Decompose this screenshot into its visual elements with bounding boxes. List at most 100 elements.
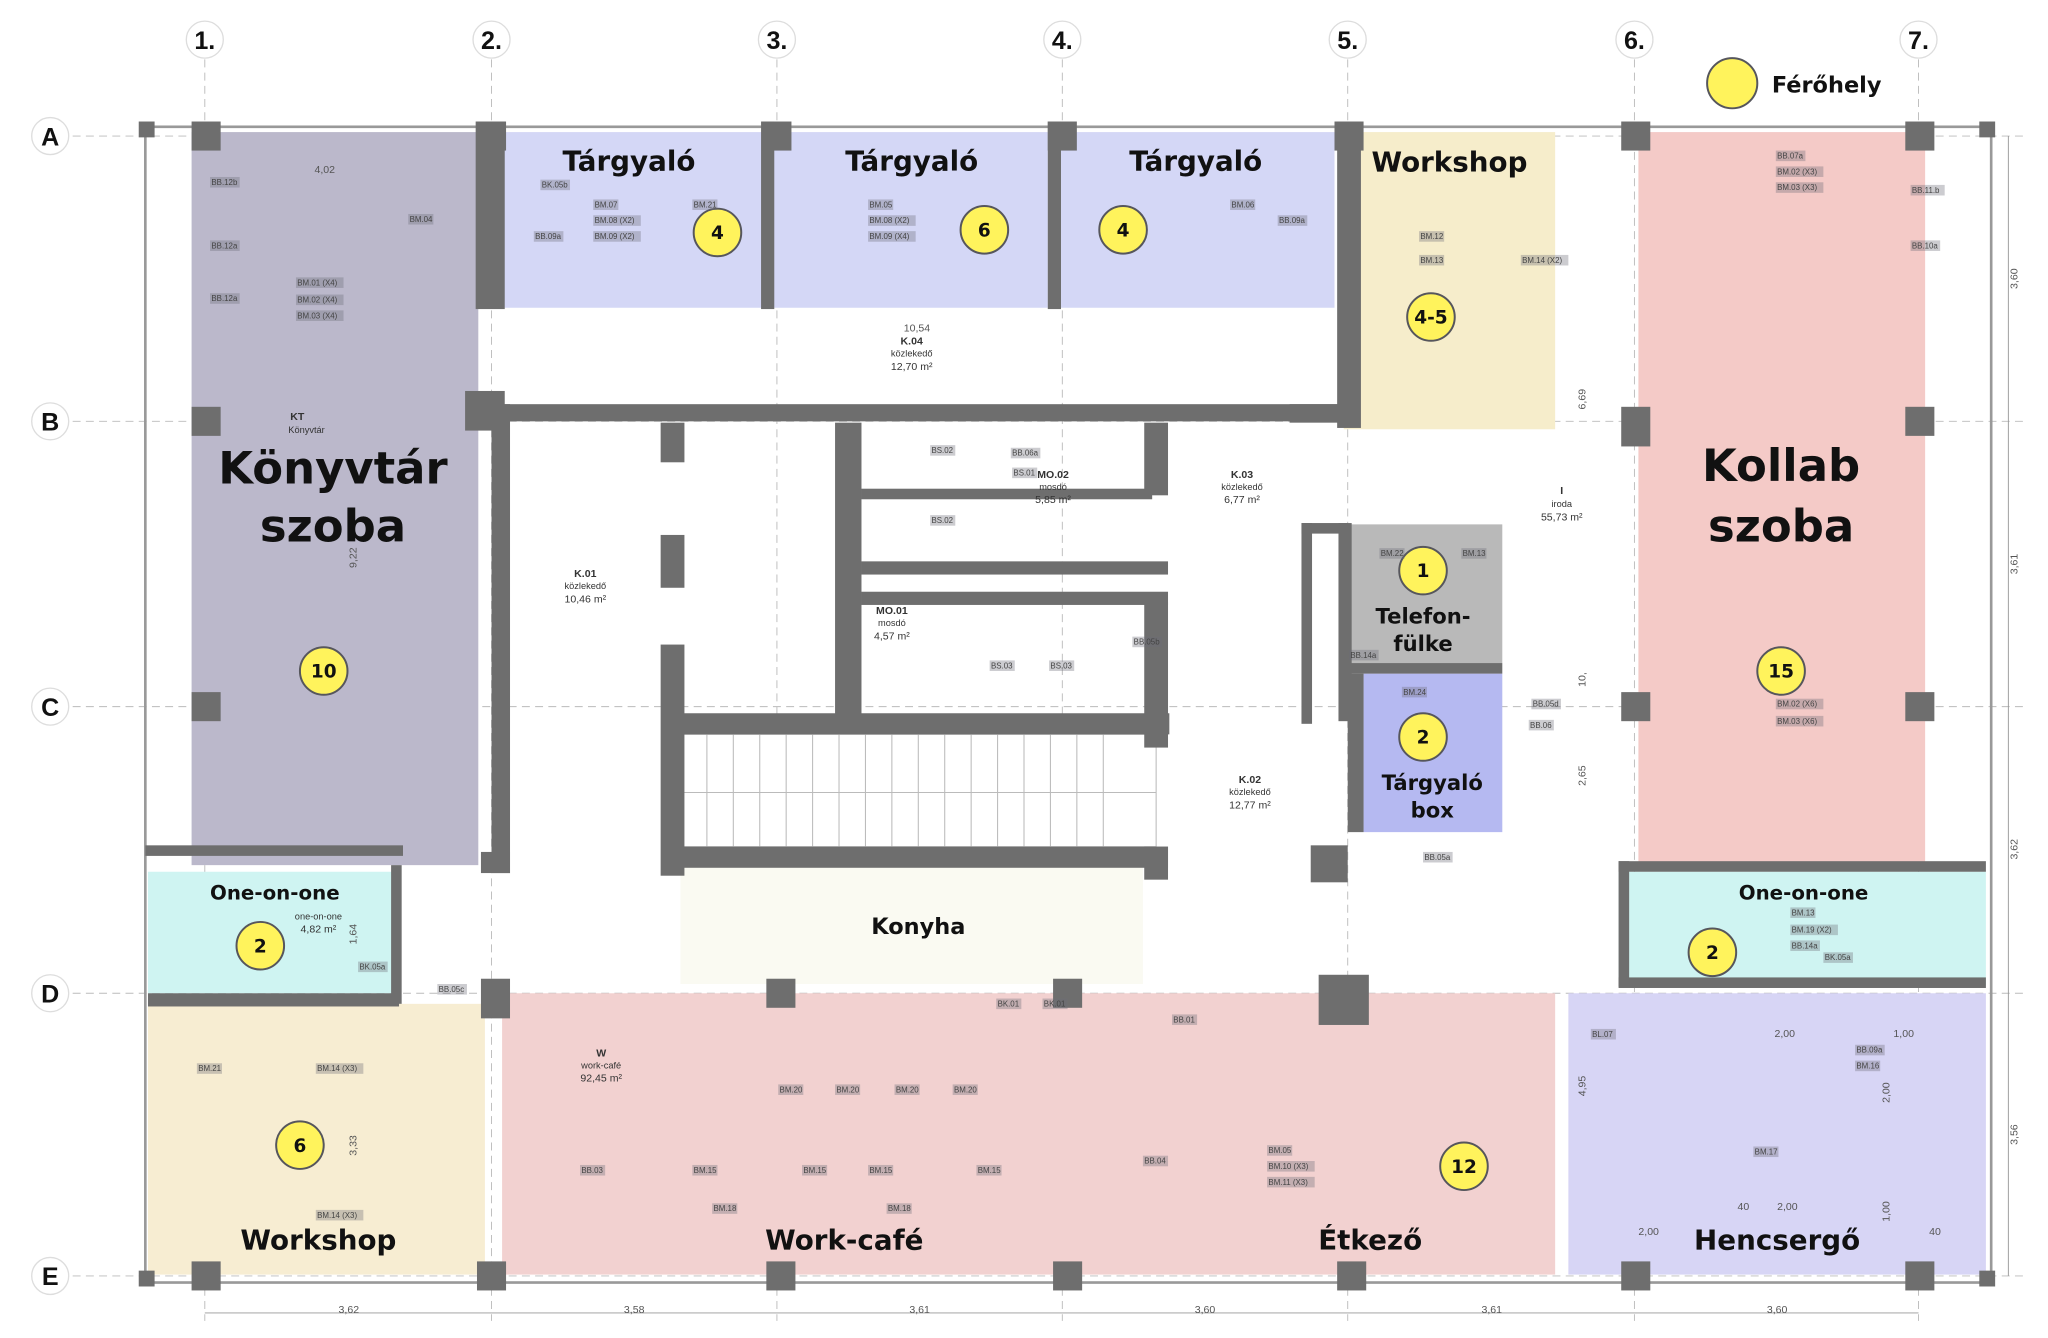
equipment-tag-bg bbox=[358, 961, 388, 973]
equipment-tag: BM.14 (X3) bbox=[317, 1211, 357, 1220]
dimension-label: 1,64 bbox=[348, 924, 360, 945]
dimensions: 3,62 3,58 3,61 3,60 3,61 3,60 3,60 3,61 … bbox=[204, 136, 2021, 1316]
space-area: 12,70 m² bbox=[891, 361, 933, 373]
space-type: közlekedő bbox=[565, 581, 607, 591]
equipment-tag-bg bbox=[408, 213, 434, 225]
equipment-tag-bg bbox=[437, 984, 467, 995]
equipment-tag: BM.07 bbox=[595, 200, 618, 209]
dimension-label: 40 bbox=[1737, 1201, 1749, 1213]
equipment-tag-bg bbox=[1775, 150, 1806, 162]
dimension-label: 3,61 bbox=[2009, 554, 2021, 575]
equipment-tag-bg bbox=[593, 215, 641, 226]
grid-markers: 1. 2. 3. 4. 5. 6. 7. A B C D E bbox=[31, 20, 1938, 1296]
equipment-tag-bg bbox=[210, 176, 240, 188]
equipment-tag-bg bbox=[868, 199, 894, 211]
equipment-tag-bg bbox=[886, 1203, 912, 1214]
equipment-tag: BM.11 (X3) bbox=[1268, 1178, 1308, 1187]
capacity-badge: 4-5 bbox=[1414, 308, 1447, 329]
equipment-tag-bg bbox=[540, 179, 571, 191]
room-code: W bbox=[596, 1048, 606, 1060]
room-hencsergo[interactable] bbox=[1568, 993, 1986, 1275]
equipment-tag: BM.05 bbox=[869, 200, 892, 209]
room-konyvtar[interactable] bbox=[191, 132, 479, 866]
equipment-tag-bg bbox=[1531, 698, 1561, 710]
equipment-tag-bg bbox=[1528, 719, 1554, 731]
equipment-tag: BM.13 bbox=[1420, 256, 1443, 265]
equipment-tag: BB.10a bbox=[1912, 241, 1939, 250]
dimension-label: 4,02 bbox=[314, 164, 335, 176]
space-type: mosdó bbox=[1039, 482, 1067, 492]
column-marker: 2. bbox=[481, 27, 502, 55]
equipment-tag-bg bbox=[989, 660, 1015, 671]
equipment-tag: BM.13 bbox=[1463, 549, 1486, 558]
row-marker: C bbox=[41, 694, 59, 722]
room-title-telefon-2: fülke bbox=[1393, 631, 1452, 656]
equipment-tag-bg bbox=[1423, 851, 1453, 863]
equipment-tag: BM.20 bbox=[836, 1085, 859, 1094]
equipment-tag-bg bbox=[1461, 548, 1487, 559]
equipment-tag: BK.05a bbox=[359, 962, 386, 971]
equipment-tag-bg bbox=[712, 1203, 738, 1214]
dimension-label: 1,00 bbox=[1880, 1201, 1892, 1222]
room-title-one-on-one-right: One-on-one bbox=[1739, 881, 1869, 904]
equipment-tag: BM.02 (X6) bbox=[1777, 700, 1817, 709]
space-area: 4,57 m² bbox=[874, 630, 910, 642]
space-area: 6,77 m² bbox=[1224, 494, 1260, 506]
room-title-targyalo-box: Tárgyaló bbox=[1382, 770, 1483, 795]
equipment-tag-bg bbox=[315, 1063, 364, 1074]
room-title-workshop-bottom: Workshop bbox=[240, 1224, 396, 1257]
equipment-tag: BM.02 (X3) bbox=[1777, 167, 1817, 176]
equipment-tag: BM.21 bbox=[694, 200, 717, 209]
room-one-on-one-right[interactable] bbox=[1618, 871, 1986, 986]
capacity-badge: 10 bbox=[311, 662, 337, 683]
dimension-label: 4,95 bbox=[1577, 1076, 1589, 1097]
room-title-etkezo: Étkező bbox=[1318, 1223, 1422, 1257]
room-title-kollab: Kollab bbox=[1702, 439, 1860, 492]
equipment-tag-bg bbox=[802, 1164, 828, 1176]
dimension-label: 2,65 bbox=[1577, 765, 1589, 786]
equipment-tag: BM.06 bbox=[1231, 200, 1254, 209]
equipment-tag: BB.11.b bbox=[1912, 186, 1940, 195]
row-marker: E bbox=[42, 1263, 59, 1291]
equipment-tag-bg bbox=[1823, 952, 1853, 963]
capacity-badge: 4 bbox=[1117, 220, 1130, 241]
row-marker: B bbox=[41, 409, 59, 437]
equipment-tag: BB.09a bbox=[1856, 1046, 1883, 1055]
equipment-tag: BB.09a bbox=[535, 232, 562, 241]
dimension-label: 3,58 bbox=[624, 1304, 645, 1316]
room-workshop-top[interactable] bbox=[1343, 132, 1556, 430]
equipment-tag-bg bbox=[996, 998, 1022, 1010]
room-workcafe[interactable] bbox=[502, 993, 1556, 1275]
equipment-tag: BB.05b bbox=[1134, 638, 1161, 647]
row-marker: D bbox=[41, 981, 59, 1009]
capacity-badge: 1 bbox=[1417, 561, 1430, 582]
room-konyha[interactable] bbox=[680, 865, 1143, 985]
space-area: 12,77 m² bbox=[1229, 799, 1271, 811]
capacity-badge: 6 bbox=[978, 220, 991, 241]
capacity-badge: 2 bbox=[1417, 728, 1430, 749]
dimension-label: 3,60 bbox=[1195, 1304, 1216, 1316]
space-type: iroda bbox=[1551, 499, 1572, 509]
equipment-tag: BM.19 (X2) bbox=[1792, 926, 1832, 935]
equipment-tag-bg bbox=[1775, 715, 1824, 727]
dimension-label: 3,60 bbox=[1767, 1304, 1788, 1316]
equipment-tag: BM.02 (X4) bbox=[297, 295, 337, 304]
equipment-tag: BK.05b bbox=[542, 181, 569, 190]
dimension-label: 10, bbox=[1577, 672, 1589, 687]
walls bbox=[138, 121, 1996, 1291]
equipment-tag-bg bbox=[196, 1063, 222, 1074]
dimension-label: 3,62 bbox=[2009, 839, 2021, 860]
equipment-tag-bg bbox=[1349, 649, 1379, 661]
room-title-one-on-one-left: One-on-one bbox=[210, 881, 340, 904]
room-title-telefon: Telefon- bbox=[1376, 603, 1471, 628]
equipment-tag-bg bbox=[1267, 1176, 1315, 1188]
space-area: 10,46 m² bbox=[565, 593, 607, 605]
equipment-tag: BM.05 bbox=[1268, 1146, 1291, 1155]
dimension-label: 2,00 bbox=[1880, 1082, 1892, 1103]
column-marker: 4. bbox=[1052, 27, 1073, 55]
room-title-targyalo-2: Tárgyaló bbox=[845, 144, 978, 177]
equipment-tag-bg bbox=[1910, 240, 1941, 251]
equipment-tag: BK.01 bbox=[1044, 999, 1066, 1008]
room-kollab[interactable] bbox=[1638, 132, 1926, 866]
